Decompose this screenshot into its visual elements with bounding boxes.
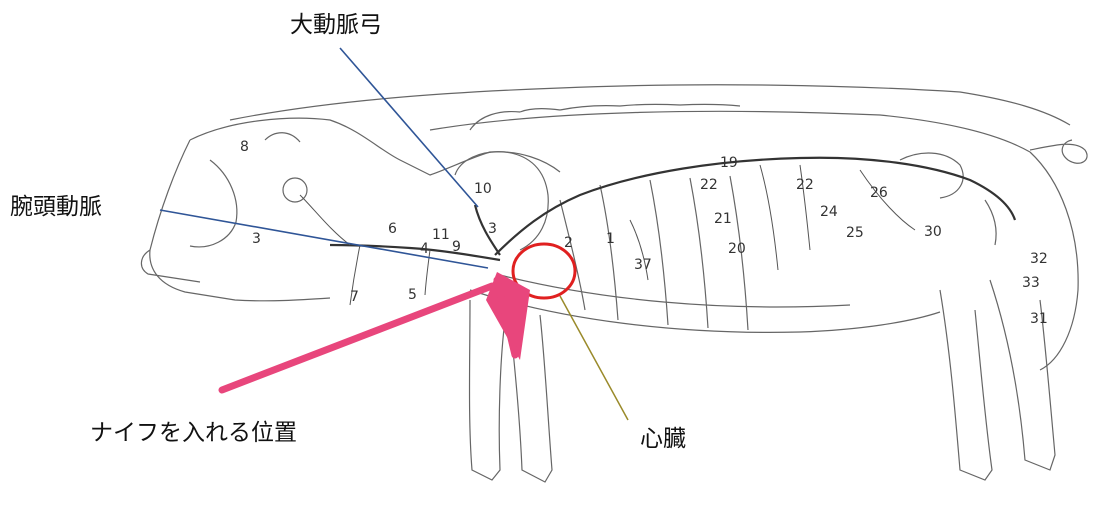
diagram-number: 4 — [420, 242, 429, 256]
knife-arrow — [222, 272, 530, 390]
diagram-number: 21 — [714, 212, 732, 226]
heart-label: 心臓 — [640, 428, 686, 451]
aortic-arch-leader — [340, 48, 478, 207]
diagram-number: 25 — [846, 226, 864, 240]
diagram-number: 33 — [1022, 276, 1040, 290]
diagram-number: 30 — [924, 225, 942, 239]
diagram-number: 8 — [240, 140, 249, 154]
main-artery — [330, 158, 1015, 260]
diagram-number: 10 — [474, 182, 492, 196]
diagram-number: 2 — [564, 236, 573, 250]
diagram-number: 31 — [1030, 312, 1048, 326]
diagram-number: 32 — [1030, 252, 1048, 266]
knife-position-label: ナイフを入れる位置 — [90, 422, 297, 445]
diagram-number: 3 — [252, 232, 261, 246]
diagram-number: 22 — [700, 178, 718, 192]
brachiocephalic-artery-label: 腕頭動脈 — [10, 196, 102, 219]
diagram-number: 22 — [796, 178, 814, 192]
diagram-number: 6 — [388, 222, 397, 236]
diagram-number: 7 — [350, 290, 359, 304]
diagram-number: 1 — [606, 232, 615, 246]
diagram-number: 5 — [408, 288, 417, 302]
diagram-number: 37 — [634, 258, 652, 272]
diagram-number: 20 — [728, 242, 746, 256]
diagram-number: 9 — [452, 240, 461, 254]
diagram-number: 26 — [870, 186, 888, 200]
diagram-number: 24 — [820, 205, 838, 219]
diagram-number: 3 — [488, 222, 497, 236]
aortic-arch-label: 大動脈弓 — [290, 14, 382, 37]
diagram-number: 11 — [432, 228, 450, 242]
diagram-number: 19 — [720, 156, 738, 170]
